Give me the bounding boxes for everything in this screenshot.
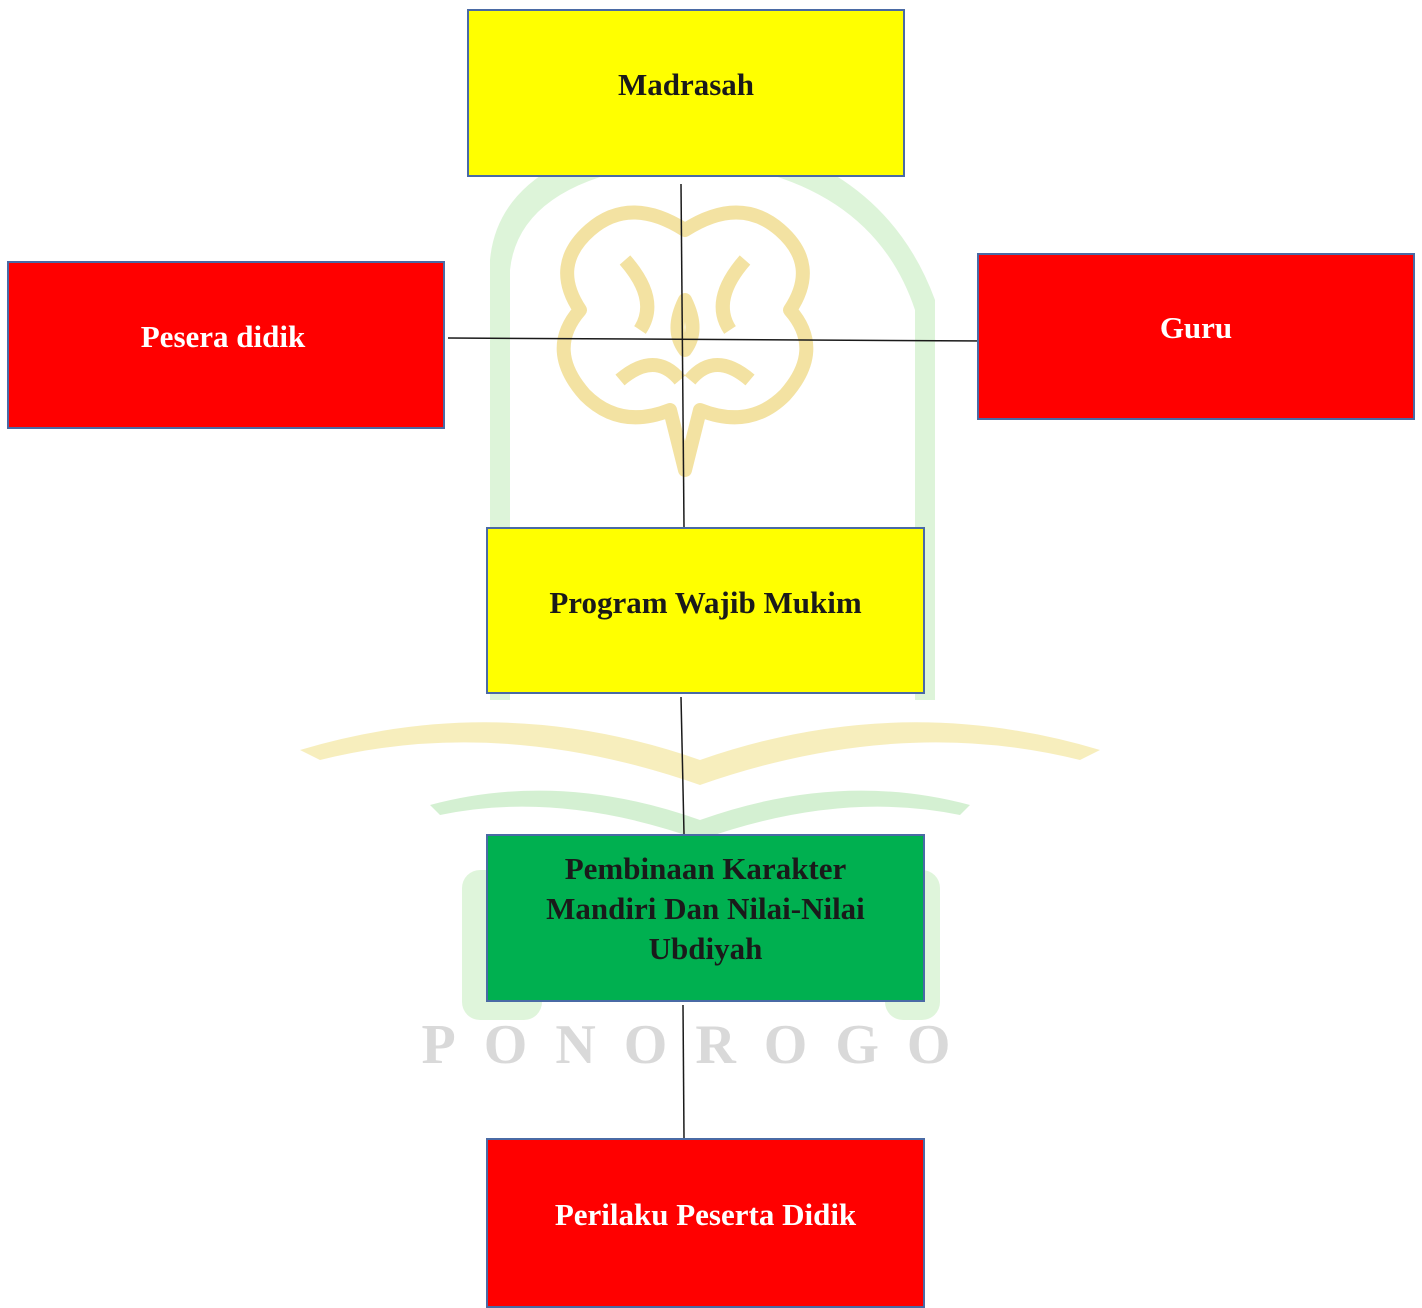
node-perilaku-peserta-didik: Perilaku Peserta Didik (486, 1138, 925, 1308)
connector-madrasah-program (680, 183, 685, 528)
watermark-book-green (430, 790, 970, 840)
node-peserta-didik: Pesera didik (7, 261, 445, 429)
connector-peserta-guru (447, 337, 989, 342)
node-program-wajib-mukim: Program Wajib Mukim (486, 527, 925, 694)
node-perilaku-label: Perilaku Peserta Didik (554, 1197, 857, 1232)
connector-program-pembinaan (680, 696, 685, 835)
node-madrasah: Madrasah (467, 9, 905, 177)
node-peserta-didik-label: Pesera didik (140, 319, 306, 354)
connector-pembinaan-perilaku (682, 1004, 685, 1139)
node-pembinaan-karakter: Pembinaan Karakter Mandiri Dan Nilai-Nil… (486, 834, 925, 1002)
node-guru-label: Guru (1159, 310, 1233, 345)
watermark-book-yellow (300, 722, 1100, 785)
watermark-ornament (556, 205, 814, 477)
node-madrasah-label: Madrasah (617, 67, 755, 102)
node-program-label: Program Wajib Mukim (549, 585, 862, 620)
watermark-arch (490, 130, 935, 700)
node-pembinaan-label: Pembinaan Karakter Mandiri Dan Nilai-Nil… (546, 851, 865, 966)
watermark-text: PONOROGO (422, 1014, 979, 1076)
node-guru: Guru (977, 253, 1415, 420)
